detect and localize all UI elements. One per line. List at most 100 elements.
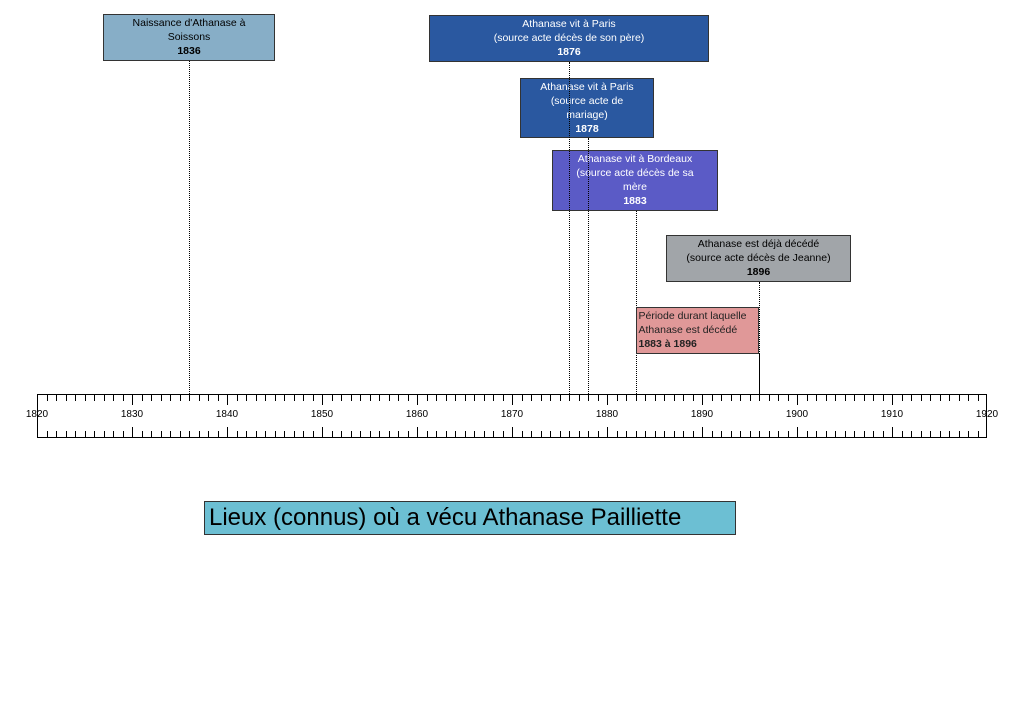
axis-tick — [236, 395, 238, 401]
axis-tick — [854, 395, 855, 401]
axis-tick — [749, 395, 751, 401]
axis-tick — [844, 395, 846, 401]
axis-tick — [388, 431, 390, 437]
axis-tick — [426, 395, 428, 401]
axis-tick — [863, 431, 865, 437]
axis-tick — [521, 431, 523, 437]
axis-tick — [616, 431, 618, 437]
axis-tick — [920, 431, 922, 437]
axis-tick — [170, 431, 171, 437]
axis-tick — [692, 431, 694, 437]
axis-tick — [483, 395, 485, 401]
axis-tick — [730, 431, 732, 437]
axis-tick — [189, 431, 190, 437]
axis-tick — [664, 395, 665, 401]
axis-tick — [445, 395, 447, 401]
axis-label: 1830 — [120, 409, 144, 420]
axis-tick — [56, 395, 57, 401]
axis-tick — [417, 395, 418, 405]
axis-tick — [455, 431, 456, 437]
axis-label: 1910 — [880, 409, 904, 420]
event-connector-line — [759, 282, 760, 394]
axis-tick — [768, 431, 770, 437]
axis-tick — [46, 431, 48, 437]
axis-tick — [103, 431, 105, 437]
axis-tick — [274, 431, 276, 437]
axis-tick — [341, 395, 342, 401]
axis-tick — [94, 395, 95, 401]
axis-tick — [578, 395, 580, 401]
axis-tick — [759, 395, 760, 401]
axis-tick — [474, 395, 475, 401]
axis-tick — [160, 395, 162, 401]
axis-tick — [65, 395, 67, 401]
axis-tick — [977, 431, 979, 437]
axis-tick — [208, 395, 209, 401]
axis-tick — [141, 395, 143, 401]
axis-tick — [540, 431, 542, 437]
axis-tick — [797, 427, 798, 437]
axis-tick — [721, 431, 722, 437]
axis-tick — [626, 395, 627, 401]
axis-tick — [816, 395, 817, 401]
axis-tick — [673, 395, 675, 401]
timeline-ruler — [37, 394, 987, 438]
axis-tick — [939, 395, 941, 401]
event-box-1876: Athanase vit à Paris(source acte décès d… — [429, 15, 709, 62]
axis-tick — [977, 395, 979, 401]
event-text: mariage) — [566, 109, 608, 121]
axis-tick — [835, 431, 836, 437]
axis-tick — [607, 427, 608, 437]
axis-tick — [303, 395, 304, 401]
axis-tick — [84, 431, 86, 437]
axis-tick — [265, 431, 266, 437]
axis-tick — [635, 431, 637, 437]
axis-tick — [379, 431, 380, 437]
axis-tick — [778, 395, 779, 401]
axis-tick — [806, 431, 808, 437]
axis-tick — [265, 395, 266, 401]
axis-tick — [892, 395, 893, 405]
event-connector-line — [635, 211, 637, 394]
axis-tick — [122, 431, 124, 437]
axis-tick — [863, 395, 865, 401]
event-text: (source acte décès de Jeanne) — [686, 252, 831, 264]
axis-tick — [740, 431, 741, 437]
axis-tick — [531, 431, 532, 437]
axis-tick — [730, 395, 732, 401]
axis-tick — [113, 395, 114, 401]
axis-tick — [797, 395, 798, 405]
axis-tick — [968, 431, 969, 437]
axis-tick — [626, 431, 627, 437]
axis-tick — [958, 431, 960, 437]
axis-label: 1850 — [310, 409, 334, 420]
axis-tick — [778, 431, 779, 437]
axis-tick — [787, 431, 789, 437]
axis-label: 1920 — [975, 409, 999, 420]
axis-tick — [160, 431, 162, 437]
axis-tick — [379, 395, 380, 401]
event-text: (source acte de — [550, 95, 624, 107]
axis-tick — [179, 431, 181, 437]
event-text: Athanase vit à Paris — [522, 18, 616, 30]
event-text: Athanase vit à Bordeaux — [577, 153, 693, 165]
axis-tick — [493, 395, 494, 401]
axis-tick — [692, 395, 694, 401]
axis-tick — [768, 395, 770, 401]
axis-label: 1870 — [500, 409, 524, 420]
axis-tick — [103, 395, 105, 401]
axis-tick — [645, 431, 646, 437]
axis-tick — [208, 431, 209, 437]
axis-tick — [255, 395, 257, 401]
event-connector-line — [588, 138, 589, 394]
axis-tick — [787, 395, 789, 401]
axis-tick — [711, 431, 713, 437]
axis-tick — [502, 431, 504, 437]
axis-tick — [284, 395, 285, 401]
event-year: 1878 — [575, 123, 599, 135]
axis-tick — [331, 395, 333, 401]
axis-tick — [958, 395, 960, 401]
axis-tick — [550, 431, 551, 437]
